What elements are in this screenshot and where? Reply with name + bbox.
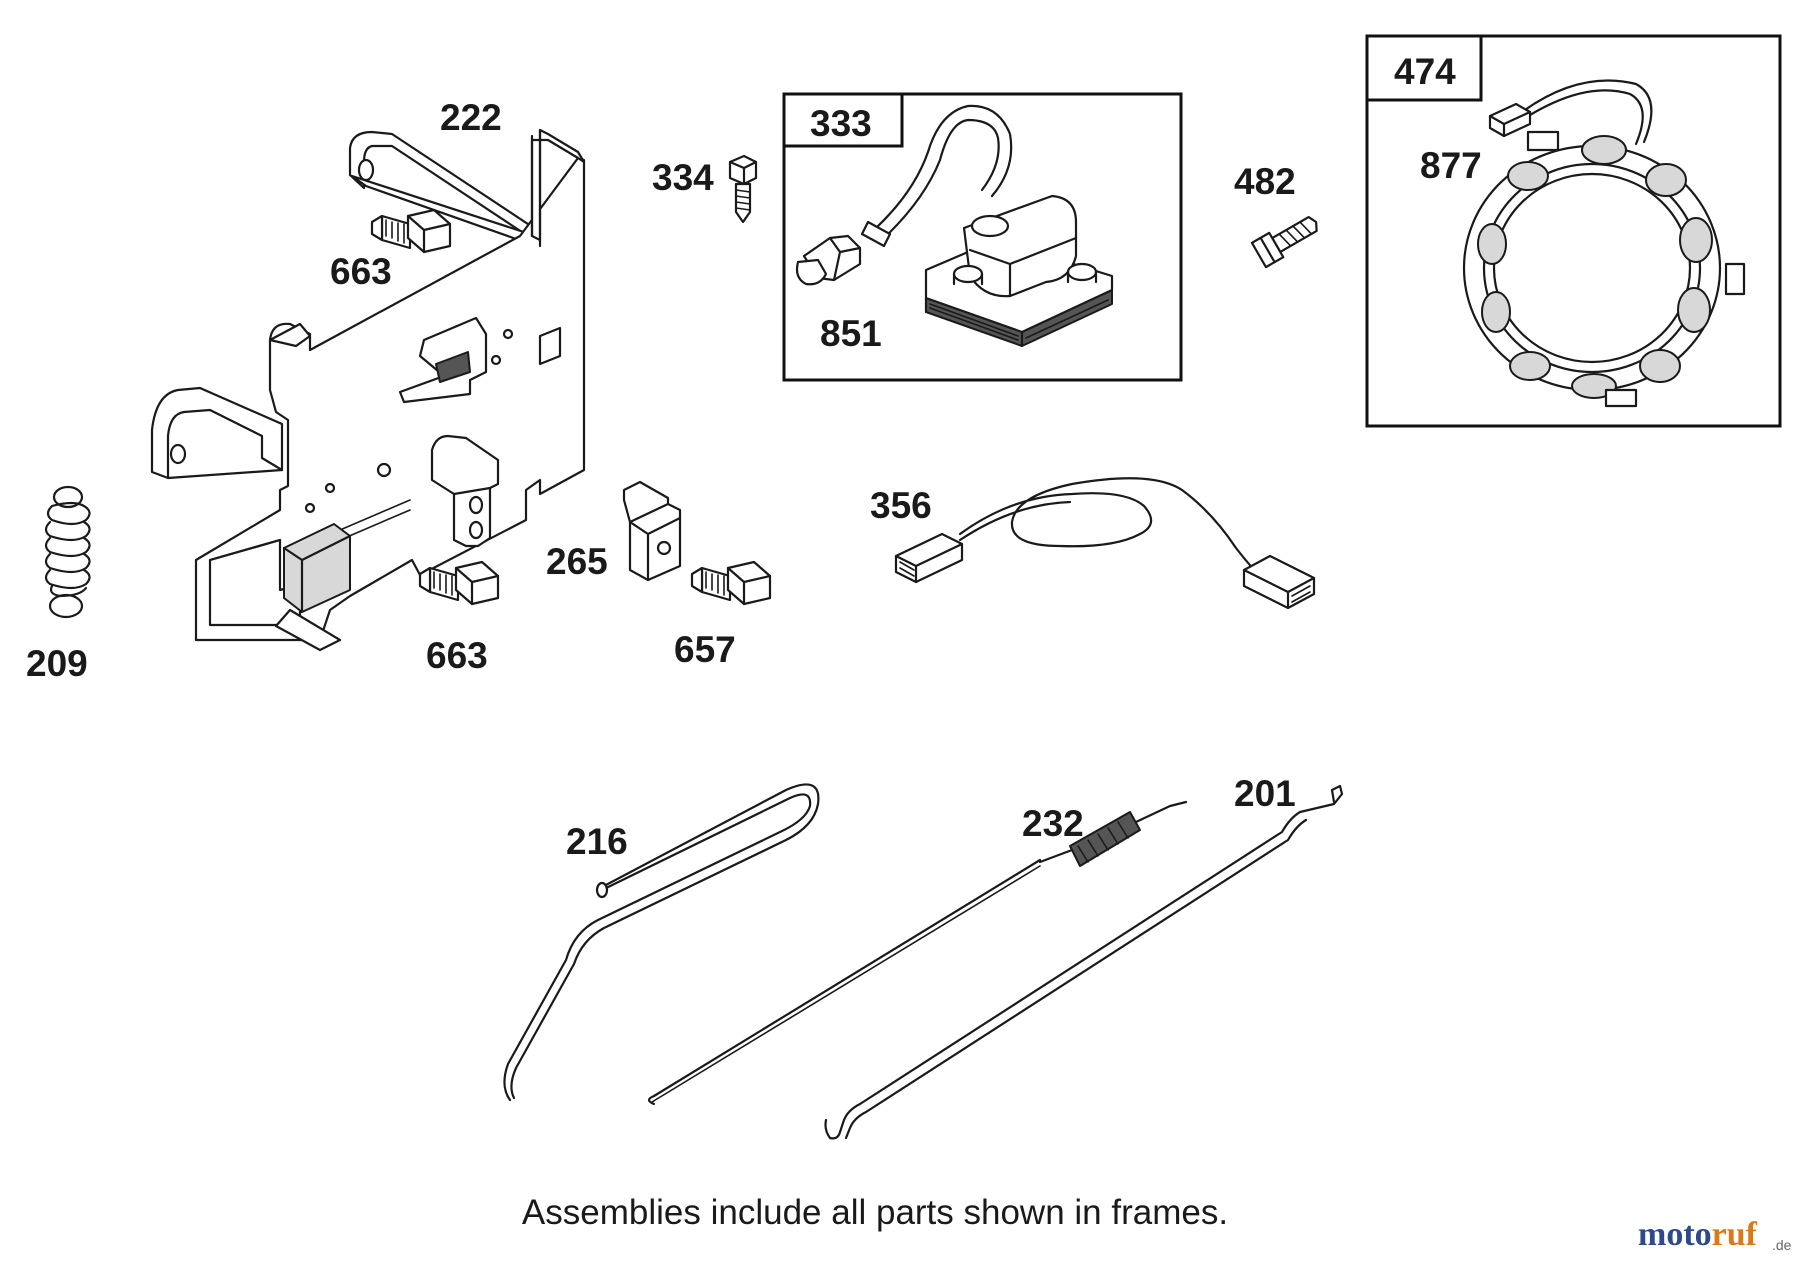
governor-link-201 bbox=[824, 784, 1344, 1140]
label-209: 209 bbox=[26, 643, 88, 684]
watermark-part2: ruf bbox=[1712, 1216, 1758, 1253]
label-356: 356 bbox=[870, 485, 932, 526]
spring-209 bbox=[44, 485, 91, 619]
label-663-upper: 663 bbox=[330, 251, 392, 292]
label-657: 657 bbox=[674, 629, 736, 670]
diagram-caption: Assemblies include all parts shown in fr… bbox=[522, 1193, 1228, 1232]
screw-663-lower bbox=[418, 560, 500, 606]
label-663-lower: 663 bbox=[426, 635, 488, 676]
watermark-logo: motoruf .de bbox=[1638, 1216, 1792, 1253]
control-bracket-222 bbox=[150, 128, 586, 652]
screw-482 bbox=[1250, 215, 1318, 269]
watermark-part1: moto bbox=[1638, 1216, 1712, 1253]
clip-265 bbox=[622, 480, 682, 582]
label-232: 232 bbox=[1022, 803, 1084, 844]
frame-333 bbox=[782, 92, 1183, 382]
wire-harness-356 bbox=[894, 477, 1316, 610]
frame-474 bbox=[1365, 34, 1782, 428]
label-333: 333 bbox=[810, 103, 872, 144]
screw-657 bbox=[690, 560, 772, 606]
label-877: 877 bbox=[1420, 145, 1482, 186]
label-474: 474 bbox=[1394, 51, 1456, 92]
link-216 bbox=[503, 783, 820, 1102]
spark-plug-boot-851 bbox=[795, 234, 862, 286]
svg-text:motoruf: motoruf bbox=[1638, 1216, 1758, 1253]
part-labels: 222 663 209 663 265 657 334 333 851 482 … bbox=[26, 51, 1482, 862]
label-265: 265 bbox=[546, 541, 608, 582]
ignition-armature bbox=[860, 104, 1114, 348]
label-216: 216 bbox=[566, 821, 628, 862]
screw-663-upper bbox=[370, 208, 452, 254]
label-334: 334 bbox=[652, 157, 714, 198]
label-222: 222 bbox=[440, 97, 502, 138]
spring-rod-232 bbox=[647, 800, 1188, 1106]
alternator-stator bbox=[1462, 79, 1746, 408]
watermark-suffix: .de bbox=[1772, 1237, 1792, 1253]
label-201: 201 bbox=[1234, 773, 1296, 814]
screw-334 bbox=[728, 154, 758, 224]
label-851: 851 bbox=[820, 313, 882, 354]
label-482: 482 bbox=[1234, 161, 1296, 202]
